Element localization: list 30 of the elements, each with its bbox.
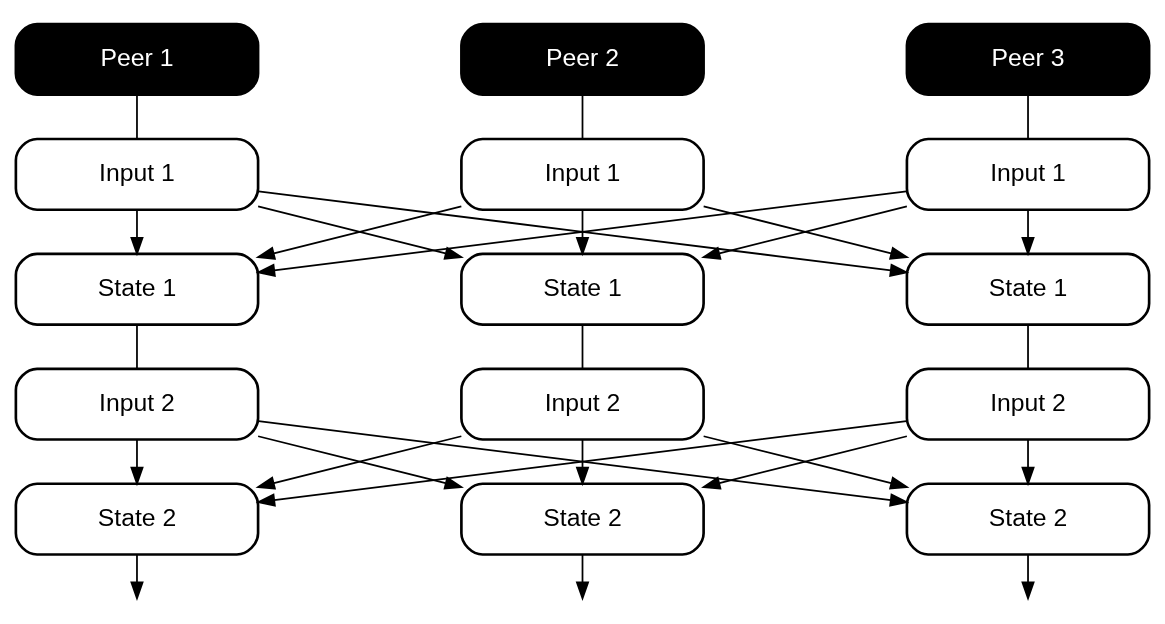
node-box: Input 2 (905, 367, 1151, 441)
node-box: Input 1 (905, 137, 1151, 212)
node-box: State 1 (905, 252, 1151, 326)
connector (1027, 324, 1029, 370)
arrow (130, 209, 144, 257)
arrow (1021, 553, 1035, 602)
connector (1027, 94, 1029, 140)
arrow (575, 209, 590, 257)
arrow (575, 553, 590, 602)
node-box: Peer 1 (14, 22, 260, 97)
connector (581, 324, 584, 370)
node-box: State 2 (14, 482, 260, 556)
node-box: State 2 (460, 482, 705, 556)
node-box: Input 1 (460, 137, 705, 212)
node-box: Input 2 (14, 367, 260, 441)
node-box: Peer 3 (905, 22, 1151, 97)
node-box: State 2 (905, 482, 1151, 556)
node-box: State 1 (14, 252, 260, 326)
arrow (1021, 209, 1035, 257)
node-box: Input 2 (460, 367, 705, 441)
arrow (130, 439, 144, 487)
connector (136, 324, 138, 370)
node-box: Peer 2 (460, 22, 705, 97)
node-box: Input 1 (14, 137, 260, 212)
arrow (1021, 439, 1035, 487)
connector (581, 94, 584, 140)
arrow (575, 439, 590, 487)
connector (136, 94, 138, 140)
node-box: State 1 (460, 252, 705, 326)
arrow (130, 553, 144, 602)
